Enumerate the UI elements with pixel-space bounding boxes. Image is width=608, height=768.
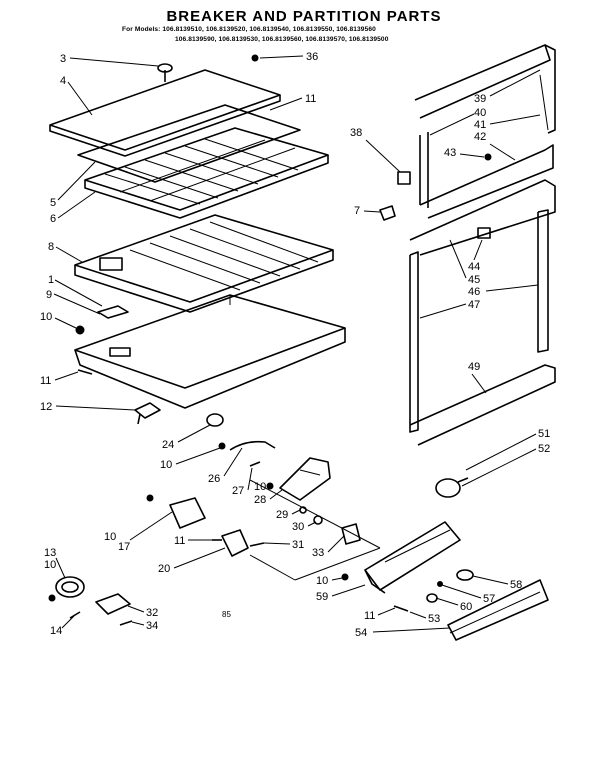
part-46-vertical-strip xyxy=(537,209,549,353)
callout-42: 42 xyxy=(474,131,486,143)
callout-3: 3 xyxy=(60,53,66,65)
diagram-title: BREAKER AND PARTITION PARTS xyxy=(166,8,442,25)
callout-10-upper: 10 xyxy=(40,311,52,323)
page-mark: 85 xyxy=(222,610,231,619)
part-11-screw-left xyxy=(77,369,93,375)
callout-27: 27 xyxy=(232,485,244,497)
part-51-light-bulb xyxy=(435,477,469,498)
part-14-screw xyxy=(69,611,81,619)
callout-11-mid: 11 xyxy=(174,535,185,547)
callout-4: 4 xyxy=(60,75,66,87)
part-3-screw xyxy=(157,63,173,82)
callout-43: 43 xyxy=(444,147,456,159)
callout-29: 29 xyxy=(276,509,288,521)
part-11-screw-lower xyxy=(393,605,409,612)
callout-33: 33 xyxy=(312,547,324,559)
callout-5: 5 xyxy=(50,197,56,209)
part-7-bracket xyxy=(379,205,396,221)
part-49-bottom-gasket xyxy=(409,364,556,446)
part-12-bracket xyxy=(134,402,161,425)
part-26-wire xyxy=(218,440,276,451)
part-28-thermostat-housing xyxy=(279,457,331,501)
callout-10-left: 10 xyxy=(104,531,116,543)
callout-52: 52 xyxy=(538,443,550,455)
callout-58: 58 xyxy=(510,579,522,591)
callout-10-bottom-left: 10 xyxy=(44,559,56,571)
callout-34: 34 xyxy=(146,620,158,632)
part-33-block xyxy=(341,523,361,545)
callout-54: 54 xyxy=(355,627,367,639)
part-36-screw xyxy=(251,54,259,62)
part-10-nut-upper xyxy=(75,325,85,335)
callout-49: 49 xyxy=(468,361,480,373)
assembly-guide-lines xyxy=(249,479,381,581)
part-13-gasket-ring xyxy=(48,576,85,602)
callout-39: 39 xyxy=(474,93,486,105)
part-6-shelf-grid xyxy=(84,127,329,219)
part-45-gasket xyxy=(409,179,556,256)
callout-32: 32 xyxy=(146,607,158,619)
part-58-knob xyxy=(456,569,474,581)
part-54-front-trim xyxy=(364,521,549,641)
part-4-top-cover xyxy=(49,69,281,157)
callout-51: 51 xyxy=(538,428,550,440)
callout-24: 24 xyxy=(162,439,174,451)
part-34-screw xyxy=(119,620,133,626)
callout-14: 14 xyxy=(50,625,62,637)
models-list-line-1: For Models: 106.8139510, 106.8139520, 10… xyxy=(122,26,376,33)
callout-11-left: 11 xyxy=(40,375,51,387)
callout-17: 17 xyxy=(118,541,130,553)
callout-40: 40 xyxy=(474,107,486,119)
part-31-screw xyxy=(249,542,265,547)
part-43-screw xyxy=(484,153,492,161)
callout-13: 13 xyxy=(44,547,56,559)
part-9-clip xyxy=(97,305,129,319)
callout-53: 53 xyxy=(428,613,440,625)
callout-9: 9 xyxy=(46,289,52,301)
callout-30: 30 xyxy=(292,521,304,533)
callout-60: 60 xyxy=(460,601,472,613)
callout-1: 1 xyxy=(48,274,54,286)
part-32-socket xyxy=(95,593,131,615)
callout-59: 59 xyxy=(316,591,328,603)
callout-38: 38 xyxy=(350,127,362,139)
callout-20: 20 xyxy=(158,563,170,575)
callout-45: 45 xyxy=(468,274,480,286)
part-27-screw xyxy=(249,461,261,467)
callout-57: 57 xyxy=(483,593,495,605)
callout-46: 46 xyxy=(468,286,480,298)
callout-31: 31 xyxy=(292,539,304,551)
part-24-part xyxy=(206,413,224,427)
models-list-line-2: 106.8139590, 106.8139530, 106.8139560, 1… xyxy=(175,36,389,43)
callout-47: 47 xyxy=(468,299,480,311)
callout-44: 44 xyxy=(468,261,480,273)
part-20-switch xyxy=(212,529,249,557)
part-8-partition-frame xyxy=(74,214,334,313)
callout-10-right: 10 xyxy=(254,481,266,493)
callout-7: 7 xyxy=(354,205,360,217)
part-38-clip xyxy=(397,171,411,185)
part-10-nut-lower xyxy=(341,573,349,581)
callout-26: 26 xyxy=(208,473,220,485)
callout-41: 41 xyxy=(474,119,486,131)
callout-36: 36 xyxy=(306,51,318,63)
callout-6: 6 xyxy=(50,213,56,225)
callout-10-lower: 10 xyxy=(316,575,328,587)
partition-pan xyxy=(74,294,346,409)
callout-11-top: 11 xyxy=(305,93,316,105)
part-42-lower-strip xyxy=(419,144,554,219)
part-40-strip xyxy=(419,132,429,208)
callout-12: 12 xyxy=(40,401,52,413)
part-47-vertical-strip xyxy=(409,251,419,433)
callout-28: 28 xyxy=(254,494,266,506)
callouts: 3 4 36 11 5 6 8 1 9 10 11 12 24 10 26 27… xyxy=(40,51,550,639)
callout-11-lower: 11 xyxy=(364,610,375,622)
part-5-breaker-strip xyxy=(77,104,301,183)
part-17-bracket xyxy=(146,494,206,529)
callout-10-mid: 10 xyxy=(160,459,172,471)
part-39-upper-gasket xyxy=(414,44,556,134)
callout-8: 8 xyxy=(48,241,54,253)
